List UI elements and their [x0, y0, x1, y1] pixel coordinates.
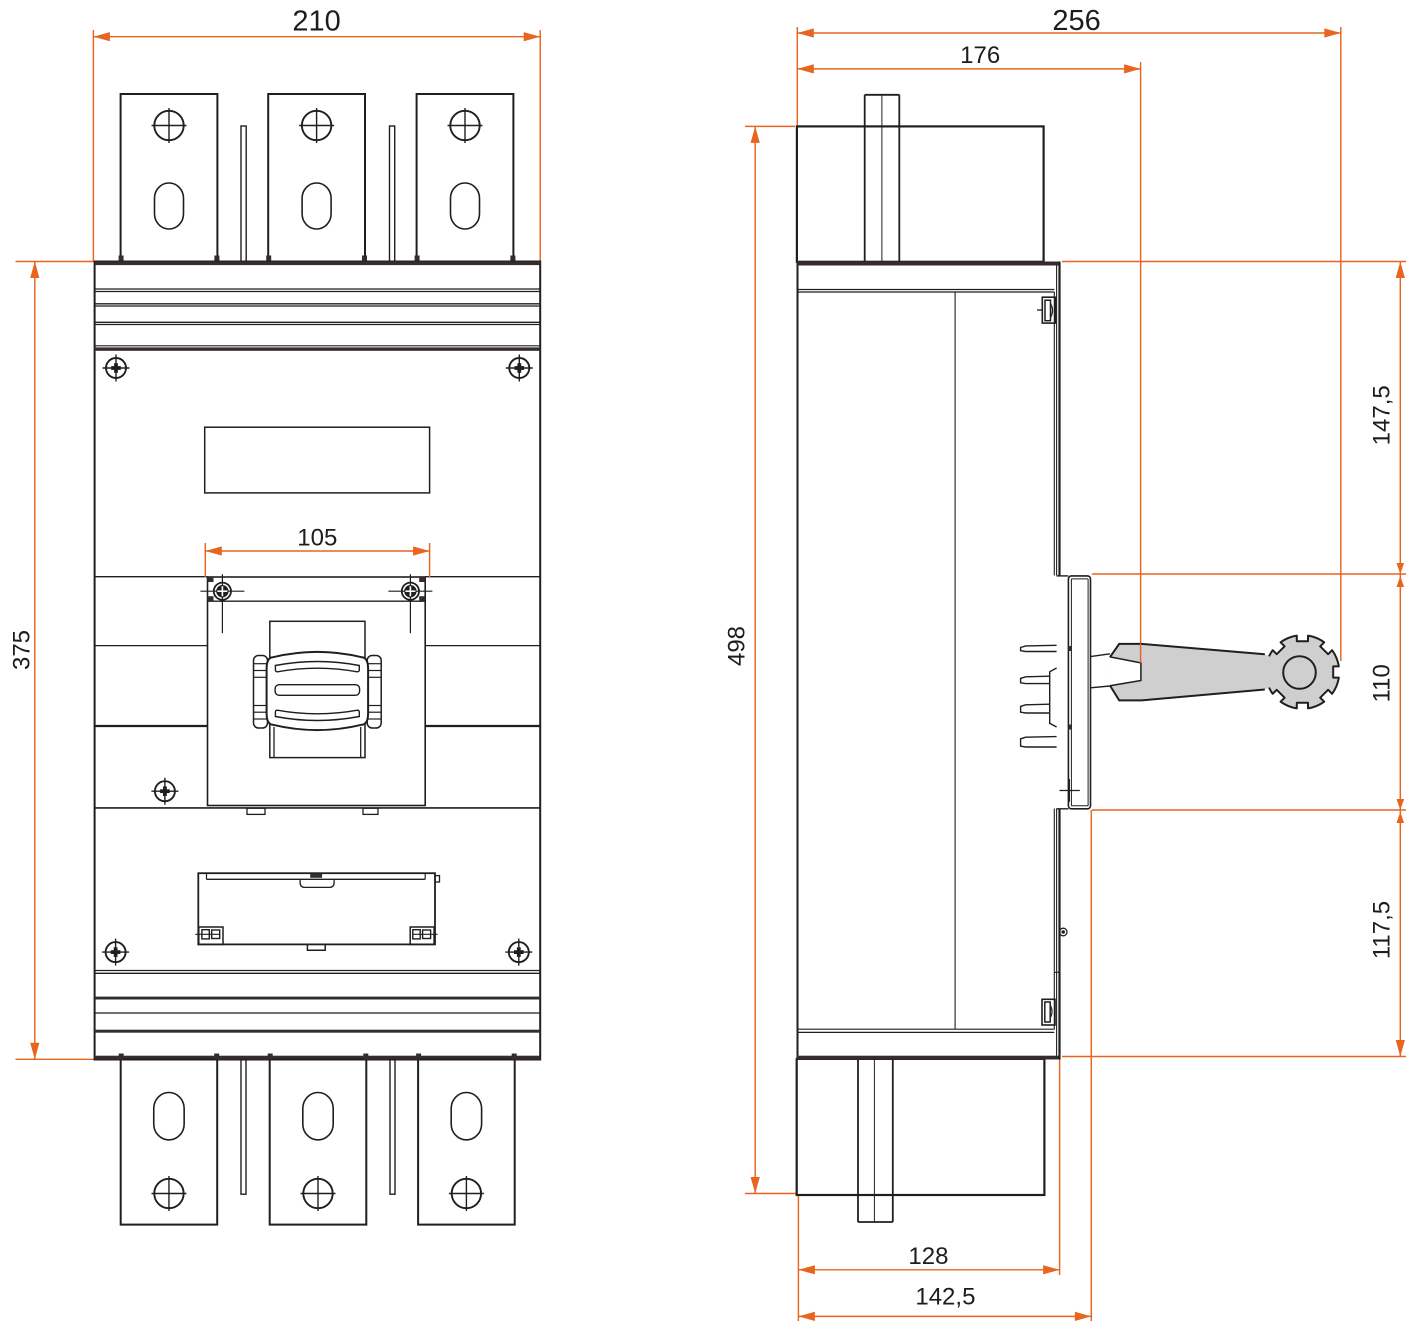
svg-text:147,5: 147,5	[1369, 385, 1396, 445]
svg-text:498: 498	[723, 626, 750, 666]
svg-text:176: 176	[960, 42, 1000, 69]
svg-text:142,5: 142,5	[915, 1284, 975, 1311]
svg-text:117,5: 117,5	[1369, 901, 1396, 959]
svg-text:375: 375	[9, 630, 36, 670]
svg-text:256: 256	[1052, 5, 1100, 37]
svg-text:110: 110	[1369, 664, 1396, 702]
svg-text:210: 210	[292, 6, 340, 38]
svg-text:105: 105	[297, 524, 337, 551]
svg-text:128: 128	[908, 1243, 948, 1270]
